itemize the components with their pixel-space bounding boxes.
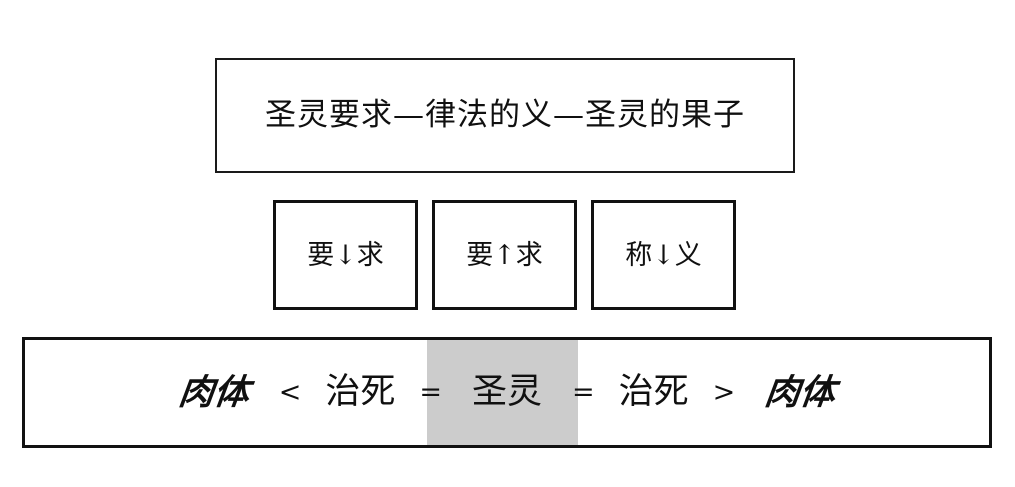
formula-token-mortify-left: 治死 <box>325 372 396 412</box>
formula-token-equals-left: = <box>419 377 442 408</box>
middle-box-1-label: 要↓求 <box>307 239 384 271</box>
formula-token-greater-than: > <box>712 377 736 408</box>
formula-token-flesh-right: 肉体 <box>762 372 838 413</box>
headline-text: 圣灵要求—律法的义—圣灵的果子 <box>265 97 745 134</box>
bottom-formula-bar: 肉体 < 治死 = 圣灵 = 治死 > 肉体 <box>22 337 992 448</box>
middle-box-3: 称↓义 <box>591 200 736 310</box>
formula-token-less-than: < <box>278 377 302 408</box>
highlight-band <box>427 340 578 445</box>
formula-row: 肉体 < 治死 = 圣灵 = 治死 > 肉体 <box>25 340 989 445</box>
formula-token-equals-right: = <box>572 377 595 408</box>
formula-token-mortify-right: 治死 <box>618 372 689 412</box>
middle-box-3-label: 称↓义 <box>625 239 702 271</box>
bottom-bar-inner: 肉体 < 治死 = 圣灵 = 治死 > 肉体 <box>25 340 989 445</box>
headline-box: 圣灵要求—律法的义—圣灵的果子 <box>215 58 795 173</box>
formula-token-flesh-left: 肉体 <box>176 372 252 413</box>
middle-box-2-label: 要↑求 <box>466 239 543 271</box>
middle-box-1: 要↓求 <box>273 200 418 310</box>
middle-box-row: 要↓求 要↑求 称↓义 <box>273 200 736 310</box>
middle-box-2: 要↑求 <box>432 200 577 310</box>
formula-token-holy-spirit: 圣灵 <box>471 372 542 412</box>
